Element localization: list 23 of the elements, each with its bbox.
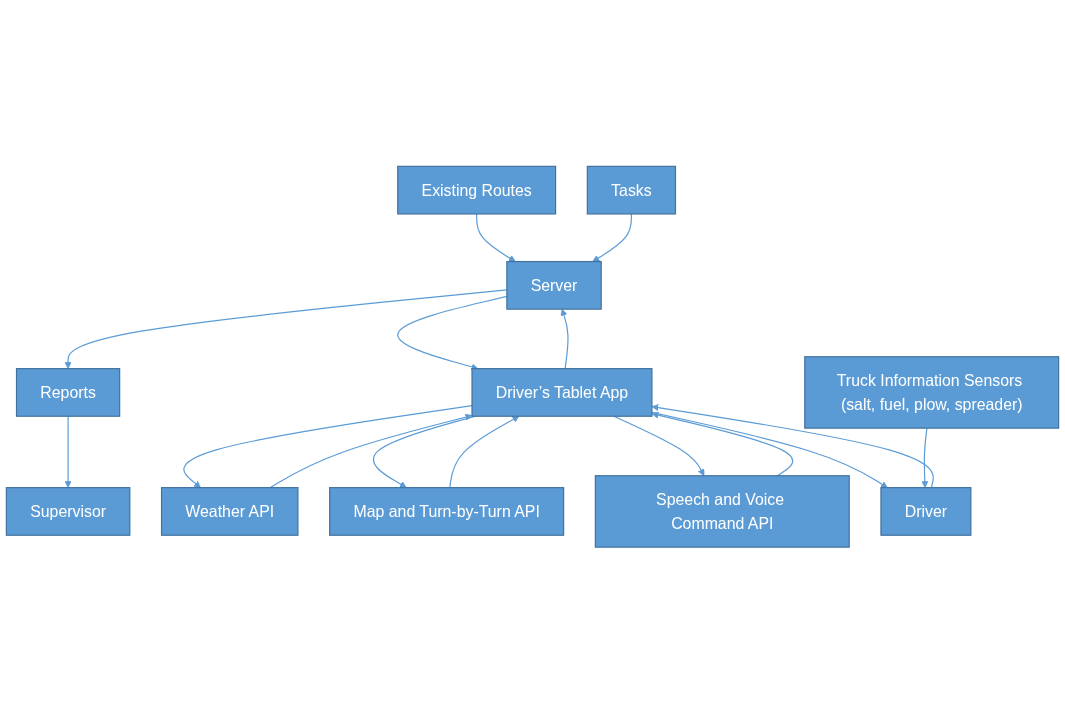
arrow <box>613 415 705 476</box>
arrow <box>921 427 929 488</box>
arrow <box>592 213 632 262</box>
node-box: Existing Routes <box>397 165 557 215</box>
node-box: Tasks <box>586 165 677 215</box>
arrow <box>651 411 794 477</box>
arrow <box>651 411 888 488</box>
node-box: Driver’s Tablet App <box>471 367 653 417</box>
node-box: Supervisor <box>5 486 131 536</box>
arrow <box>651 403 934 488</box>
arrow <box>269 413 473 488</box>
arrow <box>449 415 520 488</box>
arrow <box>560 308 569 369</box>
node-box: Map and Turn-by-Turn API <box>329 486 565 536</box>
arrow <box>64 415 72 488</box>
node-box: Weather API <box>160 486 299 536</box>
node-box: Server <box>506 260 602 310</box>
node-box: Driver <box>880 486 972 536</box>
node-box: Truck Information Sensors (salt, fuel, plow, spreader) <box>804 355 1060 429</box>
arrow <box>183 404 473 488</box>
node-box: Speech and Voice Command API <box>594 474 850 548</box>
arrow <box>476 213 516 262</box>
node-box: Reports <box>15 367 121 417</box>
